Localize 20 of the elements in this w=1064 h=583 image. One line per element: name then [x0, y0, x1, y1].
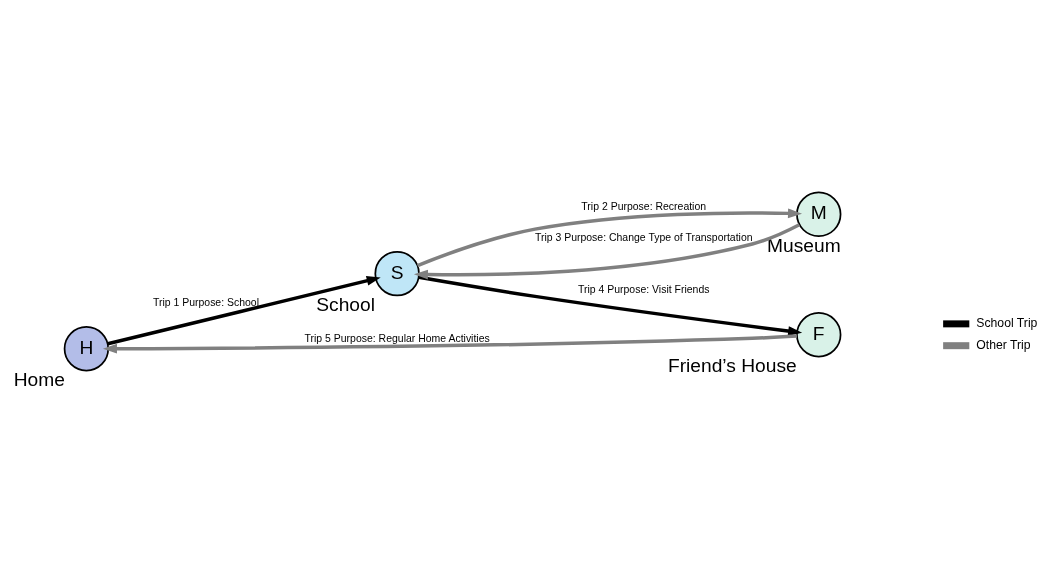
edge-label: Trip 3 Purpose: Change Type of Transportation [534, 231, 753, 243]
node-label: Home [13, 368, 65, 390]
edge-label: Trip 1 Purpose: School [152, 296, 260, 308]
arrow [418, 275, 803, 336]
arrow [107, 275, 381, 345]
edge-label: Trip 4 Purpose: Visit Friends [577, 283, 710, 295]
node-label: School [316, 293, 375, 315]
node-circle: M [796, 191, 842, 237]
node-label: Museum [767, 234, 841, 255]
arrow [102, 333, 798, 354]
edge-label: Trip 2 Purpose: Recreation [581, 200, 707, 212]
legend-label: School Trip [976, 315, 1038, 330]
arrow [413, 222, 801, 279]
legend-label: Other Trip [976, 337, 1031, 352]
node-circle: H [63, 325, 110, 371]
node-circle: F [796, 311, 842, 357]
node-label: Friend’s House [667, 354, 797, 376]
arrow [416, 207, 802, 267]
node-circle: S [374, 250, 420, 296]
edge-label: Trip 5 Purpose: Regular Home Activities [304, 332, 490, 344]
